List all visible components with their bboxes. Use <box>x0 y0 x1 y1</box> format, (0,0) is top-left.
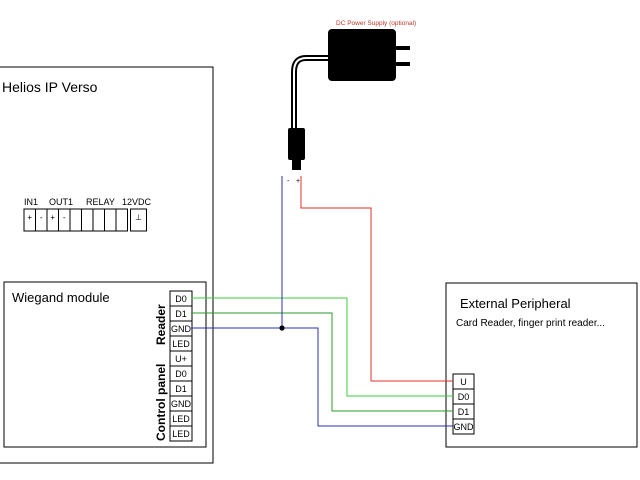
helios-terminal-label-0: + <box>27 213 32 222</box>
power-plus-label: + <box>296 178 300 185</box>
control-pin-5 <box>169 425 193 442</box>
helios-terminal-block: +-+-⊥ <box>23 208 147 232</box>
reader-label: Reader <box>154 304 168 345</box>
peripheral-title: External Peripheral <box>460 296 571 311</box>
wire-power-red <box>300 176 453 382</box>
control-pin-label: GND <box>171 399 192 409</box>
dc-power-supply: DC Power Supply (optional) - + <box>287 20 416 185</box>
helios-terminal-label-9: ⊥ <box>135 213 142 222</box>
wires <box>191 176 453 427</box>
wire-d1-green <box>191 312 453 412</box>
helios-terminal-8 <box>115 208 128 232</box>
control-pin-label: D0 <box>175 369 187 379</box>
helios-terminal-6 <box>92 208 105 232</box>
peripheral-pin-label: D1 <box>458 407 470 417</box>
helios-terminal-9 <box>130 208 147 232</box>
reader-pin-label: D0 <box>175 294 187 304</box>
plug-prong-top <box>396 46 410 50</box>
helios-terminal-7 <box>104 208 117 232</box>
peripheral-subtitle: Card Reader, finger print reader... <box>456 318 605 329</box>
terminal-group-in1: IN1 <box>24 197 38 207</box>
helios-terminal-4 <box>69 208 82 232</box>
barrel-connector-icon <box>288 128 305 160</box>
terminal-group-12vdc: 12VDC <box>122 197 152 207</box>
wiegand-module: Wiegand module Reader Control panel D0D1… <box>3 281 207 448</box>
helios-terminal-label-3: - <box>63 213 66 222</box>
helios-terminal-5 <box>81 208 94 232</box>
power-supply-label: DC Power Supply (optional) <box>336 20 416 27</box>
wire-gnd-blue <box>191 327 453 427</box>
peripheral-box <box>445 282 638 448</box>
power-adapter-icon <box>328 29 396 81</box>
peripheral-pin-label: U <box>460 377 467 387</box>
plug-prong-bottom <box>396 62 410 66</box>
external-peripheral: External Peripheral Card Reader, finger … <box>445 282 638 448</box>
power-cable-highlight <box>293 57 328 128</box>
terminal-group-relay: RELAY <box>86 197 115 207</box>
reader-pin-label: D1 <box>175 309 187 319</box>
wire-d0-green <box>191 297 453 397</box>
control-pin-label: U+ <box>175 354 187 364</box>
terminal-group-out1: OUT1 <box>49 197 73 207</box>
control-pin-label: D1 <box>175 384 187 394</box>
control-panel-label: Control panel <box>154 364 168 441</box>
reader-pin-label: LED <box>172 339 190 349</box>
helios-terminal-groups: IN1 OUT1 RELAY 12VDC <box>24 197 152 207</box>
helios-title: Helios IP Verso <box>2 79 98 95</box>
power-minus-label: - <box>287 178 290 185</box>
power-cable <box>291 55 328 128</box>
helios-terminal-label-2: + <box>50 213 55 222</box>
barrel-tip <box>292 160 301 170</box>
control-pin-label: LED <box>172 414 190 424</box>
junction-dot <box>279 325 285 331</box>
reader-pin-label: GND <box>171 324 192 334</box>
peripheral-pin-label: D0 <box>458 392 470 402</box>
peripheral-pin-label: GND <box>454 422 475 432</box>
control-pin-label: LED <box>172 429 190 439</box>
helios-terminal-label-1: - <box>40 213 43 222</box>
wiegand-title: Wiegand module <box>12 290 110 305</box>
